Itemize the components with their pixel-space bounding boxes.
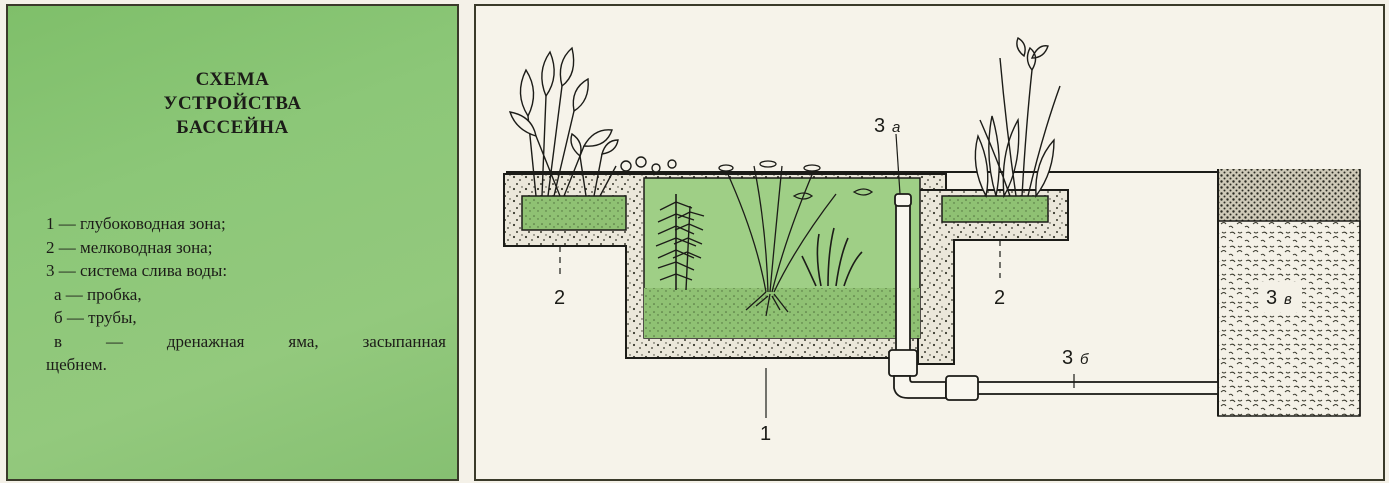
label-shallow-left: 2 xyxy=(554,287,565,309)
svg-text:б: б xyxy=(1080,351,1089,368)
label-pipes: 3 б xyxy=(1062,347,1089,369)
drain-pit-top xyxy=(1218,169,1360,221)
legend-item-shallow-zone: 2 — мелководная зона; xyxy=(46,237,213,257)
legend-list: 1 — глубоководная зона; 2 — мелководная … xyxy=(46,212,446,377)
pipe-elbow-joint xyxy=(888,349,918,377)
legend-item-pipes: б — трубы, xyxy=(54,308,137,327)
label-plug: 3 а xyxy=(874,115,900,137)
legend-title-line: СХЕМА xyxy=(195,69,270,90)
pool-diagram: 2 2 1 3 а 3 б 3 в xyxy=(503,36,1361,445)
label-shallow-right: 2 xyxy=(994,287,1005,309)
plants-right-shallow xyxy=(974,36,1061,199)
plants-left-shallow xyxy=(508,46,677,197)
label-deep-zone: 1 xyxy=(760,423,771,445)
concrete-shell-right xyxy=(917,189,1069,365)
pipe-elbow xyxy=(893,375,947,399)
svg-text:в: в xyxy=(1284,291,1292,308)
legend-item-plug: а — пробка, xyxy=(54,284,142,304)
svg-text:3: 3 xyxy=(874,115,885,137)
legend-item-drain-pit: в — дренажная яма, засыпанная xyxy=(54,331,446,351)
legend-title: СХЕМА УСТРОЙСТВА БАССЕЙНА xyxy=(8,68,457,140)
svg-text:3: 3 xyxy=(1062,347,1073,369)
drain-pit xyxy=(1217,220,1361,417)
legend-panel: СХЕМА УСТРОЙСТВА БАССЕЙНА 1 — глубоковод… xyxy=(6,4,459,481)
pipe-coupling xyxy=(945,375,979,401)
legend-title-line: БАССЕЙНА xyxy=(176,117,289,138)
plug-cap xyxy=(894,193,912,207)
legend-item-drain-pit-cont: щебнем. xyxy=(46,355,107,374)
plug-standpipe xyxy=(895,203,911,353)
deep-zone-bottom-soil xyxy=(644,288,920,338)
label-drain-pit: 3 в xyxy=(1260,282,1302,312)
svg-text:а: а xyxy=(892,119,900,136)
legend-item-deep-zone: 1 — глубоководная зона; xyxy=(46,214,226,233)
svg-text:3: 3 xyxy=(1266,287,1277,309)
leader-lines xyxy=(559,133,1075,418)
shallow-zone-right xyxy=(941,195,1049,223)
shallow-zone-left xyxy=(521,195,627,231)
legend-title-line: УСТРОЙСТВА xyxy=(163,93,302,114)
drain-pipe xyxy=(945,381,1219,395)
diagram-panel: 2 2 1 3 а 3 б 3 в xyxy=(474,4,1385,481)
plants-deep-zone xyxy=(655,160,874,317)
legend-item-drain-system: 3 — система слива воды: xyxy=(46,261,228,280)
